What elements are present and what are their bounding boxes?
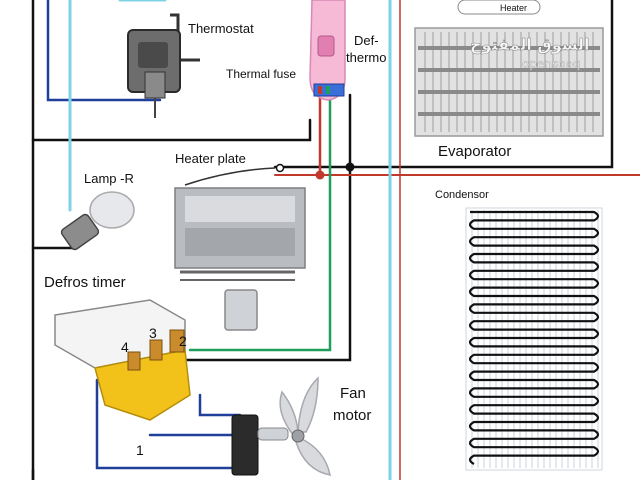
evaporator-tubes <box>418 46 600 116</box>
timer-body-yellow <box>94 349 191 421</box>
wire-blue-fan <box>198 393 242 417</box>
condensor-label: Condensor <box>435 189 489 201</box>
timer-terminal-2 <box>169 329 185 353</box>
fan-motor-component: Fan motor <box>231 376 371 476</box>
timer-terminal-label-2: 2 <box>179 333 187 349</box>
defrost-timer-label: Defros timer <box>44 274 126 291</box>
lamp-bulb <box>89 191 135 229</box>
timer-terminal-3 <box>149 339 163 361</box>
heater-plate-label: Heater plate <box>175 151 246 166</box>
wire-black-timer-vertical <box>183 93 352 362</box>
timer-terminal-label-1: 1 <box>136 442 144 458</box>
evaporator-heater-tag <box>457 0 541 15</box>
evaporator-component: Heater Evaporator <box>414 0 604 160</box>
junction-red <box>315 170 325 180</box>
thermostat-component: Thermostat <box>127 13 254 118</box>
fan-blades <box>279 376 331 476</box>
lamp-label: Lamp -R <box>84 171 134 186</box>
timer-terminal-4 <box>127 351 141 371</box>
junction-black <box>345 162 355 172</box>
defrost-timer-component: Defros timer 2 3 4 1 <box>44 274 191 458</box>
fan-label-1: Fan <box>340 385 366 402</box>
lamp-base <box>60 213 100 251</box>
timer-terminal-label-4: 4 <box>121 339 129 355</box>
condensor-component: Condensor <box>435 189 603 471</box>
wire-black-top-loop <box>31 118 312 142</box>
watermark-latin: opensooq <box>522 57 581 71</box>
heater-tag-label: Heater <box>500 3 527 13</box>
timer-terminal-label-3: 3 <box>149 325 157 341</box>
junction-heater <box>275 163 285 173</box>
wire-black-thermostat <box>46 0 162 102</box>
def-thermo-sensor <box>317 35 335 57</box>
def-thermo-label-2: thermo <box>346 50 386 65</box>
heater-plate-connector <box>224 289 258 331</box>
condensor-coil <box>468 210 600 465</box>
lamp-component: Lamp -R <box>60 171 135 251</box>
wire-black-main-bus <box>273 0 614 169</box>
thermal-fuse-label: Thermal fuse <box>226 67 296 81</box>
wire-blue-timer-left <box>95 378 242 470</box>
def-thermo-label-1: Def- <box>354 33 379 48</box>
def-thermo-component: Def- thermo Thermal fuse <box>226 0 386 101</box>
wire-green <box>188 93 332 352</box>
fan-motor-body <box>231 414 259 476</box>
thermostat-label: Thermostat <box>188 21 254 36</box>
condensor-frame <box>465 207 603 471</box>
wires <box>31 0 640 480</box>
fan-label-2: motor <box>333 407 371 424</box>
opensooq-watermark: السوق المفتوح opensooq <box>470 35 590 71</box>
heater-plate-component: Heater plate <box>174 151 306 331</box>
watermark-arabic: السوق المفتوح <box>470 35 590 54</box>
evaporator-label: Evaporator <box>438 143 511 160</box>
